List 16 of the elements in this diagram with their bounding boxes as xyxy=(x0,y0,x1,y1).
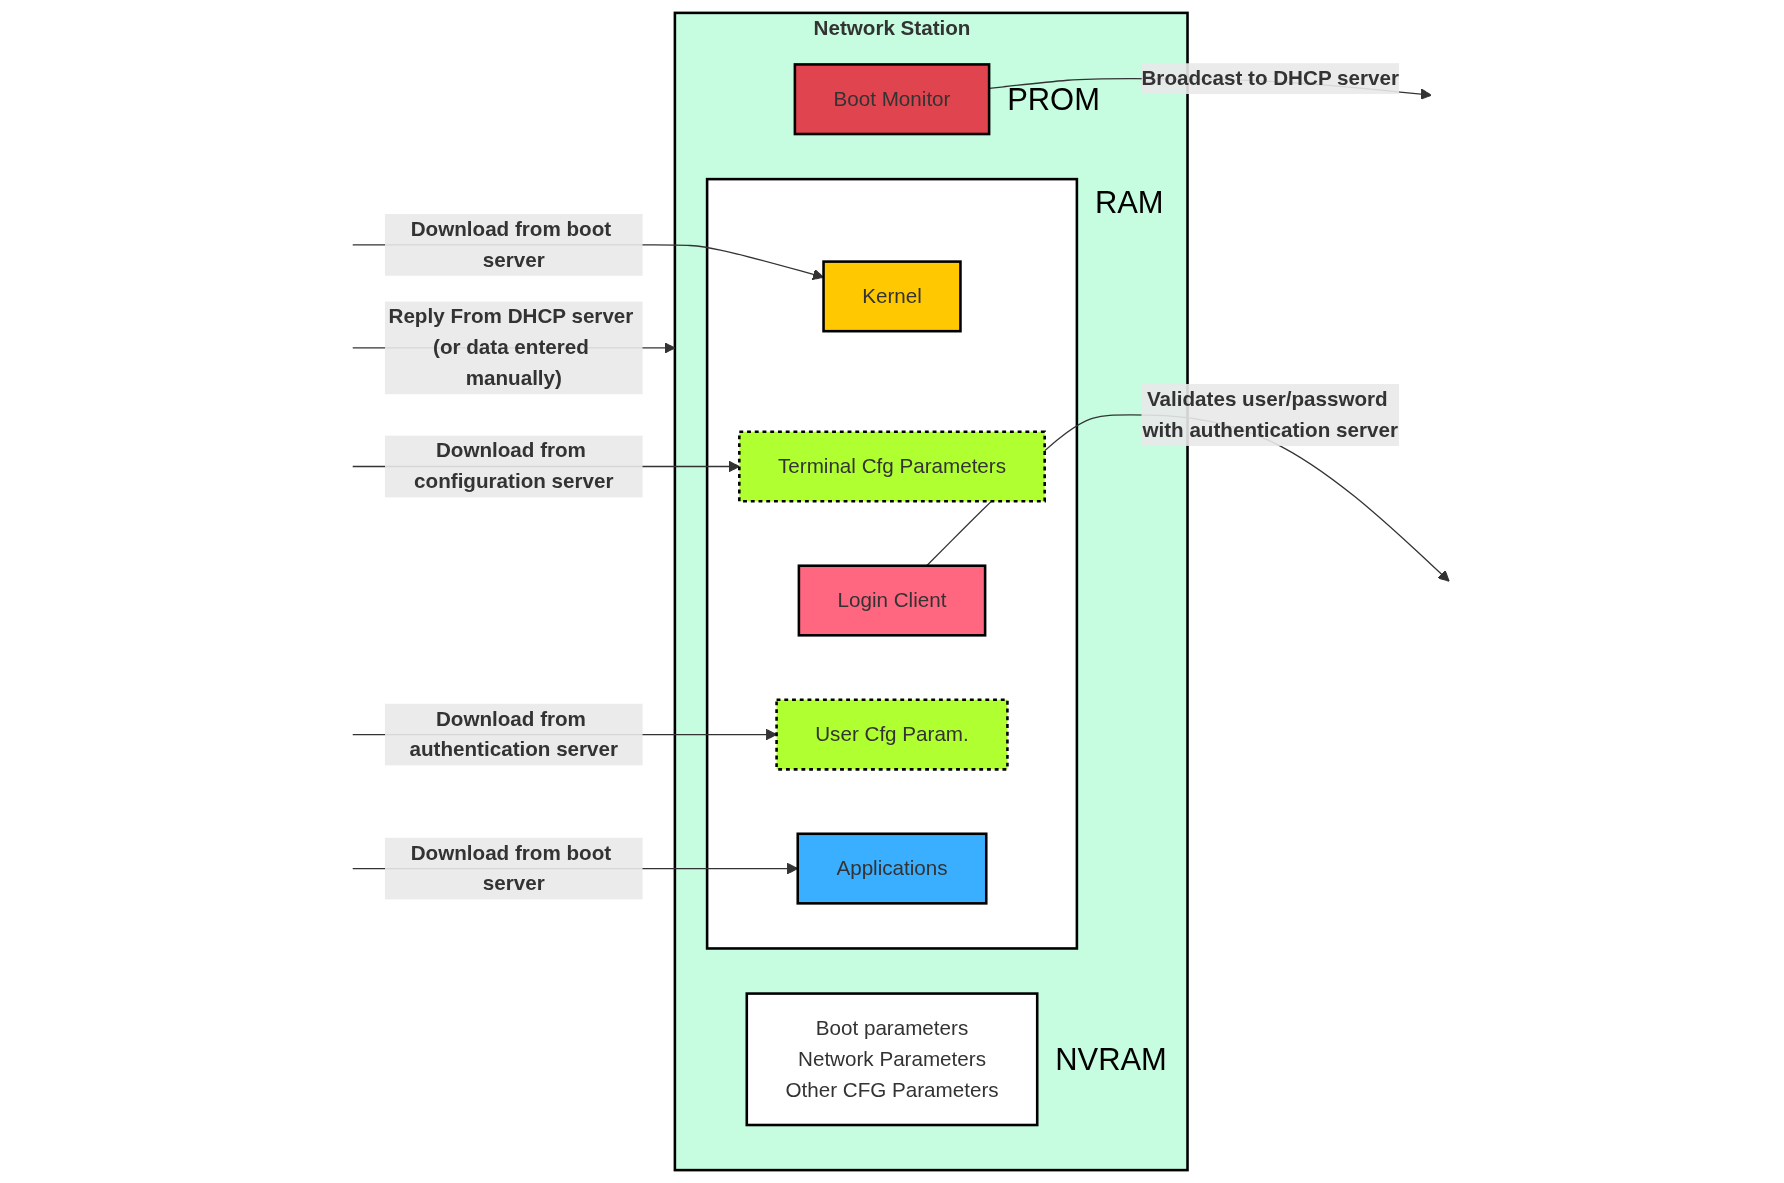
node-box: Boot parameters Network Parameters Other CFG Parameters xyxy=(745,992,1039,1127)
node-box: Login Client xyxy=(797,564,987,637)
cluster xyxy=(705,177,1079,950)
edge-label: Download from authentication server xyxy=(409,707,619,761)
node-label: NVRAM xyxy=(1055,1041,1167,1077)
node-box: User Cfg Param. xyxy=(775,698,1009,771)
edge-label: Download from boot server xyxy=(410,217,612,271)
node-box: Boot Monitor xyxy=(793,63,991,136)
edge-label: Download from boot server xyxy=(410,841,612,895)
node-label: RAM xyxy=(1094,184,1164,220)
edge-label: Download from configuration server xyxy=(414,439,614,493)
node-label: PROM xyxy=(1007,81,1100,117)
node-box: Terminal Cfg Parameters xyxy=(738,430,1046,503)
node-box: Applications xyxy=(796,832,988,905)
node-box: Kernel xyxy=(822,260,962,333)
edge-label: Reply From DHCP server (or data entered manually) xyxy=(388,305,634,390)
